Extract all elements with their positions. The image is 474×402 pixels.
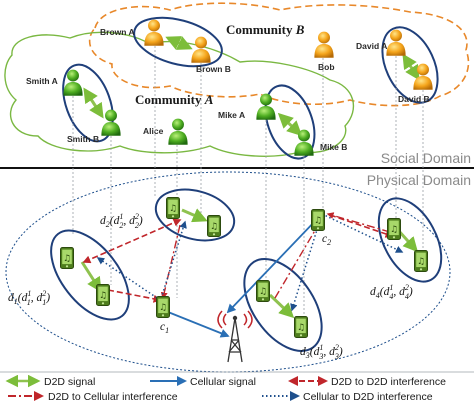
community-a-title: Community A xyxy=(135,92,214,107)
mike-d2d-link xyxy=(277,112,303,137)
social-domain-label: Social Domain xyxy=(381,150,471,166)
user-label-alice: Alice xyxy=(143,126,164,136)
alice-person xyxy=(168,118,188,145)
david-a-person xyxy=(386,29,406,56)
phone-d1-tx xyxy=(60,247,74,269)
legend-cellular-signal-label: Cellular signal xyxy=(190,376,256,388)
phone-c2 xyxy=(311,209,325,231)
user-label-david-b: David B xyxy=(398,94,430,104)
user-label-david-a: David A xyxy=(356,41,387,51)
smith-b-person xyxy=(101,109,121,136)
david-d2d-link xyxy=(402,53,420,81)
pair-2-d2d-signal xyxy=(181,208,208,223)
david-pair-ellipse xyxy=(381,26,439,104)
legend-d2d-to-d2d-label: D2D to D2D interference xyxy=(331,376,446,388)
phone-c1 xyxy=(156,296,170,318)
community-b-title: Community B xyxy=(226,22,305,37)
d2d-to-cellular-interference xyxy=(160,212,391,300)
pair-3-d2d-signal xyxy=(268,293,295,319)
brown-b-person xyxy=(191,36,211,63)
user-label-brown-a: Brown A xyxy=(100,27,135,37)
phone-d3-tx xyxy=(256,280,270,302)
cellular-signal-c2 xyxy=(226,217,319,314)
legend-cellular-to-d2d-label: Cellular to D2D interference xyxy=(303,391,433,402)
phone-d4-tx xyxy=(387,218,401,240)
user-label-smith-a: Smith A xyxy=(26,76,58,86)
brown-pair-ellipse xyxy=(133,16,223,68)
mike-a-person xyxy=(256,93,276,120)
phone-d1-rx xyxy=(96,284,110,306)
legend-d2d-to-cellular-label: D2D to Cellular interference xyxy=(48,391,178,402)
brown-a-person xyxy=(144,19,164,46)
mike-pair-ellipse xyxy=(264,84,316,160)
pair-2-ellipse xyxy=(154,188,236,242)
user-label-mike-b: Mike B xyxy=(320,142,347,152)
mike-b-person xyxy=(294,129,314,156)
cellular-user-label-c2: c2 xyxy=(322,233,331,247)
pair-4-d2d-signal xyxy=(396,228,419,253)
community-a-boundary xyxy=(4,31,355,157)
phone-d4-rx xyxy=(414,250,428,272)
cellular-to-d2d-interference xyxy=(96,213,404,312)
user-label-smith-b: Smith B xyxy=(67,134,99,144)
phone-d2-tx xyxy=(166,197,180,219)
phone-d3-rx xyxy=(294,316,308,338)
base-station-icon xyxy=(217,310,253,363)
user-label-bob: Bob xyxy=(318,62,335,72)
cellular-signal-c1 xyxy=(167,311,230,338)
cellular-user-label-c1: c1 xyxy=(160,321,169,335)
community-b-boundary xyxy=(88,2,470,107)
legend-d2d-signal-label: D2D signal xyxy=(44,376,95,388)
pair-4-ellipse xyxy=(377,197,443,283)
user-label-mike-a: Mike A xyxy=(218,110,245,120)
legend: D2D signal Cellular signal D2D to D2D in… xyxy=(5,374,446,402)
pair-3-ellipse xyxy=(243,258,323,352)
user-label-brown-b: Brown B xyxy=(196,64,231,74)
d2d-to-d2d-interference xyxy=(82,214,394,303)
smith-d2d-link xyxy=(83,87,104,119)
smith-pair-ellipse xyxy=(62,63,114,143)
bob-person xyxy=(314,31,334,58)
physical-domain-label: Physical Domain xyxy=(367,172,471,188)
phone-d2-rx xyxy=(207,215,221,237)
brown-d2d-link xyxy=(165,36,193,50)
